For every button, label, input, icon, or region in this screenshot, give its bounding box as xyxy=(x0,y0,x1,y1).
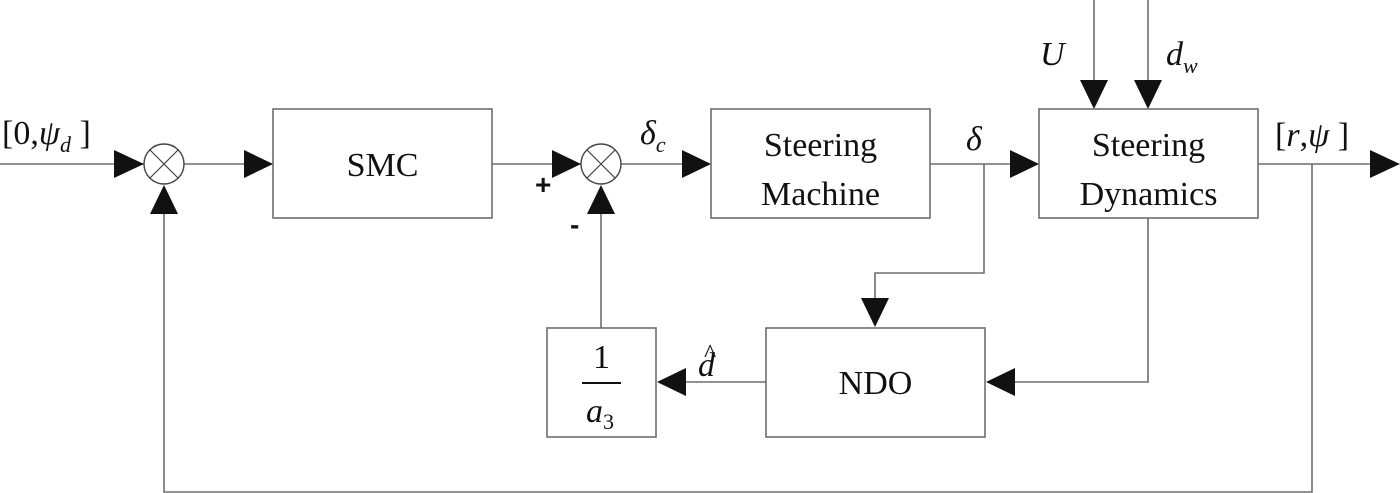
smc-block[interactable]: SMC xyxy=(272,108,493,219)
wind-disturbance-label: dw xyxy=(1166,36,1198,78)
summing-junction-2 xyxy=(580,143,622,185)
sum2-plus-sign: + xyxy=(535,169,551,200)
smc-label: SMC xyxy=(347,147,419,184)
delta-c-label: δc xyxy=(640,115,666,157)
speed-label: U xyxy=(1040,36,1067,73)
steering-machine-label-line2: Machine xyxy=(761,176,880,213)
disturbance-estimate-label: d ^ xyxy=(698,339,716,384)
arrowhead-output xyxy=(1370,150,1400,178)
gain-numerator: 1 xyxy=(593,339,610,376)
steering-machine-block[interactable]: Steering Machine xyxy=(710,108,931,219)
gain-block[interactable]: 1 a3 xyxy=(546,327,657,438)
arrowhead-to-gain xyxy=(657,368,686,396)
delta-label: δ xyxy=(966,121,983,158)
d-hat-accent: ^ xyxy=(704,339,716,368)
arrowhead-to-steering-machine xyxy=(682,150,711,178)
arrowhead-to-ndo-top xyxy=(861,298,889,327)
steering-dynamics-block[interactable]: Steering Dynamics xyxy=(1038,108,1259,219)
arrowhead-to-smc xyxy=(244,150,273,178)
arrowhead-to-sum2 xyxy=(552,150,581,178)
output-label: [r,ψ ] xyxy=(1275,117,1349,154)
arrowhead-to-ndo-right xyxy=(986,368,1015,396)
arrowhead-to-steering-dynamics xyxy=(1010,150,1039,178)
wire-feedback xyxy=(163,164,1313,493)
d-hat-symbol: d xyxy=(698,347,716,384)
wire-dynamics-to-ndo xyxy=(1013,218,1149,383)
gain-denominator: a3 xyxy=(586,393,614,434)
arrowhead-wind-disturbance xyxy=(1134,80,1162,109)
arrowhead-gain-to-sum2 xyxy=(587,185,615,214)
arrowhead-speed xyxy=(1080,80,1108,109)
sum2-minus-sign: - xyxy=(570,209,579,240)
summing-junction-1 xyxy=(143,143,185,185)
ndo-block[interactable]: NDO xyxy=(765,327,986,438)
wire-delta-to-ndo xyxy=(874,164,985,300)
steering-dynamics-label-line1: Steering xyxy=(1092,127,1205,164)
arrowhead-feedback-to-sum1 xyxy=(150,185,178,214)
steering-machine-label-line1: Steering xyxy=(764,127,877,164)
ndo-label: NDO xyxy=(839,365,913,402)
steering-dynamics-label-line2: Dynamics xyxy=(1080,176,1218,213)
arrowhead-reference-in xyxy=(114,150,144,178)
reference-label: [0,ψd ] xyxy=(2,115,91,157)
